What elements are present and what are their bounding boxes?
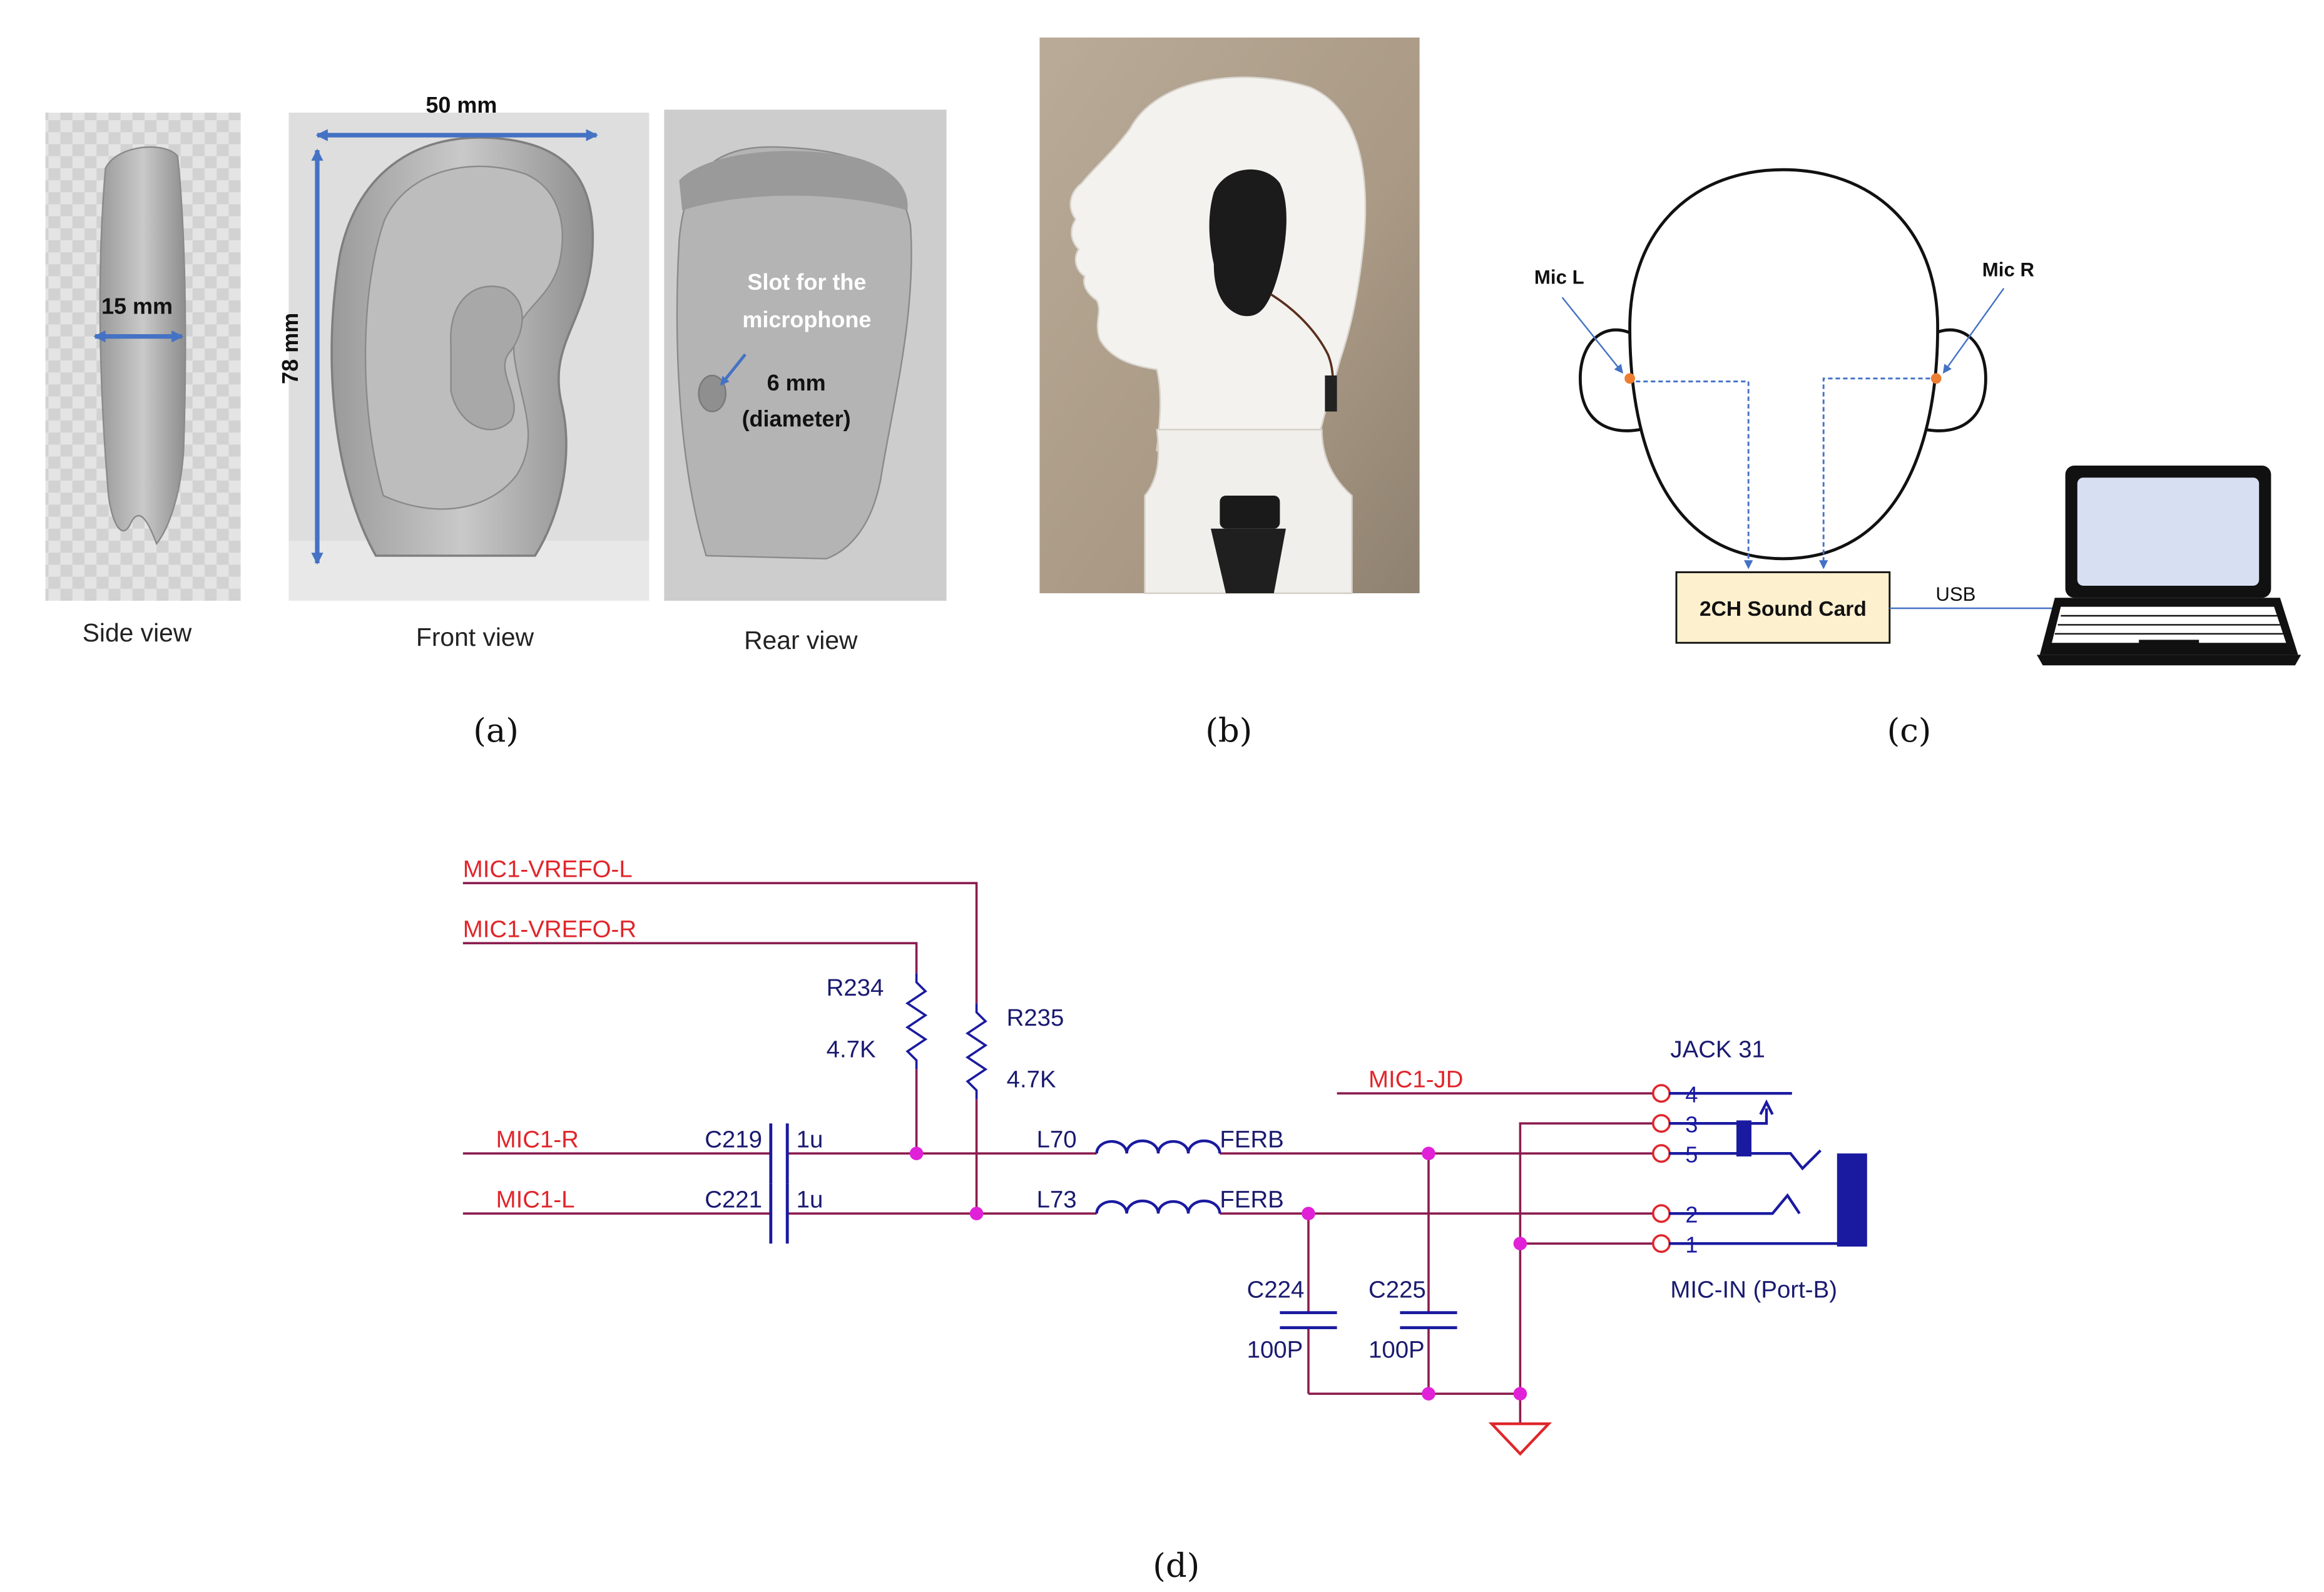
junction-dots <box>909 1146 1527 1401</box>
mic-left-dot <box>1624 373 1635 384</box>
rear-view-caption: Rear view <box>744 626 858 655</box>
c224-label: C224 <box>1247 1277 1305 1304</box>
slot-label-line1: Slot for the <box>747 269 866 295</box>
mannequin-photo <box>1039 38 1420 594</box>
thickness-label: 15 mm <box>101 293 173 319</box>
l70-type: FERB <box>1220 1126 1283 1153</box>
panel-a: 15 mm Side view 50 mm 78 mm Front view S… <box>45 92 947 750</box>
height-label: 78 mm <box>277 313 303 384</box>
jack-pins <box>1652 1084 1671 1253</box>
c219-label: C219 <box>705 1126 762 1153</box>
mic-left-label: Mic L <box>1534 267 1584 288</box>
panel-c-label: (c) <box>1887 712 1932 750</box>
front-view-image: 50 mm 78 mm Front view <box>277 92 650 651</box>
jack-name: JACK 31 <box>1670 1036 1765 1063</box>
c219-capacitor <box>769 1123 789 1184</box>
vrefo-r-wire <box>462 942 918 974</box>
r234-label: R234 <box>827 974 884 1001</box>
sound-card-box: 2CH Sound Card <box>1675 571 1891 644</box>
c221-value: 1u <box>797 1186 823 1213</box>
panel-d-label: (d) <box>1153 1547 1200 1585</box>
diameter-line1: 6 mm <box>767 370 826 395</box>
panel-c: Mic L Mic R 2CH Sound Card USB (c) <box>1534 168 2301 750</box>
panel-d: MIC1-VREFO-L MIC1-VREFO-R R234 4.7K R235… <box>463 856 1867 1585</box>
right-ear <box>1925 328 1987 432</box>
r234-value: 4.7K <box>827 1036 876 1063</box>
c225-value: 100P <box>1368 1337 1425 1364</box>
l70-label: L70 <box>1037 1126 1077 1153</box>
left-ear <box>1578 328 1641 432</box>
slot-label-line2: microphone <box>742 307 871 332</box>
net-vrefo-l: MIC1-VREFO-L <box>463 856 633 883</box>
rear-view-image: Slot for the microphone 6 mm (diameter) … <box>664 110 947 655</box>
mic-right-dot <box>1930 373 1942 384</box>
usb-label: USB <box>1935 583 1975 605</box>
c221-capacitor <box>769 1183 789 1244</box>
jack-port: MIC-IN (Port-B) <box>1670 1277 1837 1304</box>
c225-label: C225 <box>1368 1277 1426 1304</box>
l70-inductor <box>1095 1139 1221 1154</box>
l73-type: FERB <box>1220 1186 1283 1213</box>
net-vrefo-r: MIC1-VREFO-R <box>463 916 636 943</box>
r235-resistor <box>965 1003 988 1100</box>
vrefo-l-wire <box>462 882 978 1004</box>
laptop-icon <box>2037 466 2301 666</box>
side-view-caption: Side view <box>83 618 192 647</box>
net-mic1-l: MIC1-L <box>496 1186 575 1213</box>
c224-capacitor <box>1280 1311 1337 1329</box>
right-mic-wire <box>1818 377 1930 569</box>
c221-label: C221 <box>705 1186 762 1213</box>
mic-right-label: Mic R <box>1982 259 2034 281</box>
width-label: 50 mm <box>426 92 497 118</box>
net-mic1-jd: MIC1-JD <box>1368 1066 1463 1093</box>
diameter-line2: (diameter) <box>742 406 851 432</box>
schematic: MIC1-VREFO-L MIC1-VREFO-R R234 4.7K R235… <box>462 856 1867 1456</box>
r235-label: R235 <box>1007 1004 1064 1031</box>
head-diagram: Mic L Mic R <box>1534 168 2034 569</box>
panel-b: (b) <box>1039 38 1420 750</box>
c225-capacitor <box>1400 1311 1457 1329</box>
panel-b-label: (b) <box>1205 712 1252 750</box>
front-view-caption: Front view <box>416 623 534 651</box>
mic-left-arrow <box>1561 297 1624 374</box>
r235-value: 4.7K <box>1007 1066 1056 1093</box>
slot-arrow <box>720 353 747 386</box>
c224-value: 100P <box>1247 1337 1303 1364</box>
ground-symbol <box>1488 1422 1552 1456</box>
l73-label: L73 <box>1037 1186 1077 1213</box>
side-view-image: 15 mm Side view <box>45 113 241 647</box>
mic-right-arrow <box>1942 288 2005 374</box>
jack-switch-contact <box>1736 1120 1751 1156</box>
c219-value: 1u <box>797 1126 823 1153</box>
net-mic1-r: MIC1-R <box>496 1126 579 1153</box>
l73-inductor <box>1095 1199 1221 1214</box>
r234-resistor <box>905 973 928 1069</box>
panel-a-label: (a) <box>473 712 519 750</box>
sound-card-label: 2CH Sound Card <box>1700 598 1867 621</box>
head-outline <box>1628 168 1940 561</box>
jack-sleeve <box>1837 1153 1867 1247</box>
